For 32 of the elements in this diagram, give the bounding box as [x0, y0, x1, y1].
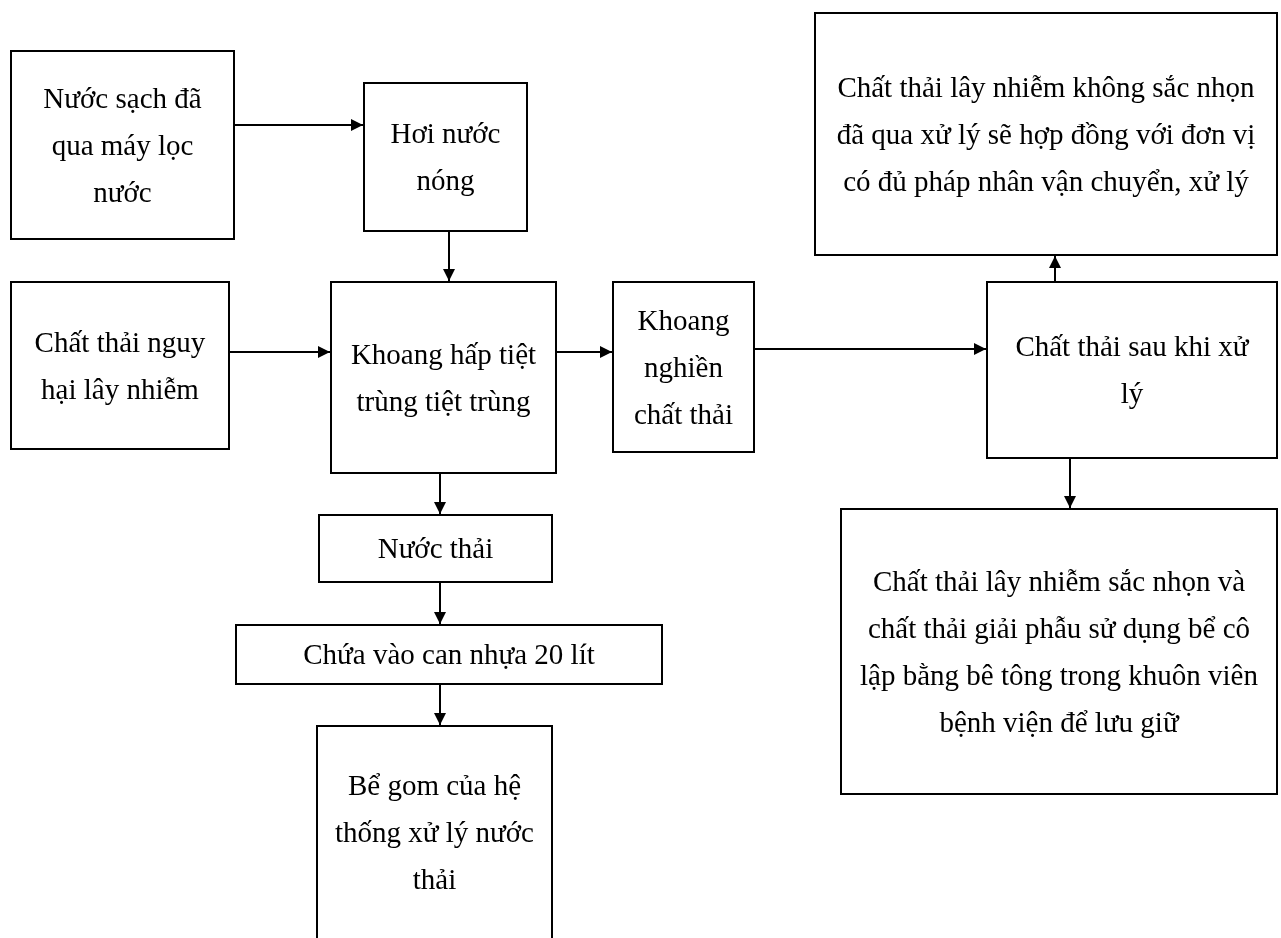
arrow: [434, 684, 446, 726]
arrow: [229, 346, 331, 358]
box-text: Chất thải lây nhiễm sắc nhọn và chất thải giải phẫu sử dụng bể cô lập bằng bê tông trong khuôn viên bệnh viện để lưu giữ: [859, 563, 1259, 740]
box-text: Chất thải sau khi xử lý: [1014, 329, 1251, 411]
process-box: [10, 281, 230, 450]
box-text: Bể gom của hệ thống xử lý nước thải: [334, 768, 535, 897]
box-text: Nước sạch đã qua máy lọc nước: [42, 80, 203, 210]
box-text: Khoang nghiền chất thải: [632, 302, 734, 432]
process-box: [986, 281, 1278, 459]
arrow: [434, 582, 446, 625]
process-box: [10, 50, 235, 240]
process-box: [330, 281, 557, 474]
box-text: Khoang hấp tiệt trùng tiệt trùng: [349, 336, 538, 419]
arrow: [754, 343, 987, 355]
process-box: [318, 514, 553, 583]
process-box: [316, 725, 553, 938]
box-text: Chất thải lây nhiễm không sắc nhọn đã qua xử lý sẽ hợp đồng với đơn vị có đủ pháp nhân vận chuyển, xử lý: [835, 69, 1257, 199]
arrow: [1064, 458, 1076, 509]
arrow: [234, 119, 364, 131]
process-box: [814, 12, 1278, 256]
process-box: [235, 624, 663, 685]
box-text: Hơi nước nóng: [389, 116, 502, 198]
box-text: Chứa vào can nhựa 20 lít: [303, 637, 595, 672]
box-text: Nước thải: [377, 531, 494, 566]
process-box: [840, 508, 1278, 795]
process-box: [612, 281, 755, 453]
arrow: [1049, 255, 1061, 282]
process-box: [363, 82, 528, 232]
arrow: [434, 473, 446, 515]
box-text: Chất thải nguy hại lây nhiễm: [33, 324, 207, 407]
arrow: [443, 231, 455, 282]
arrow: [556, 346, 613, 358]
